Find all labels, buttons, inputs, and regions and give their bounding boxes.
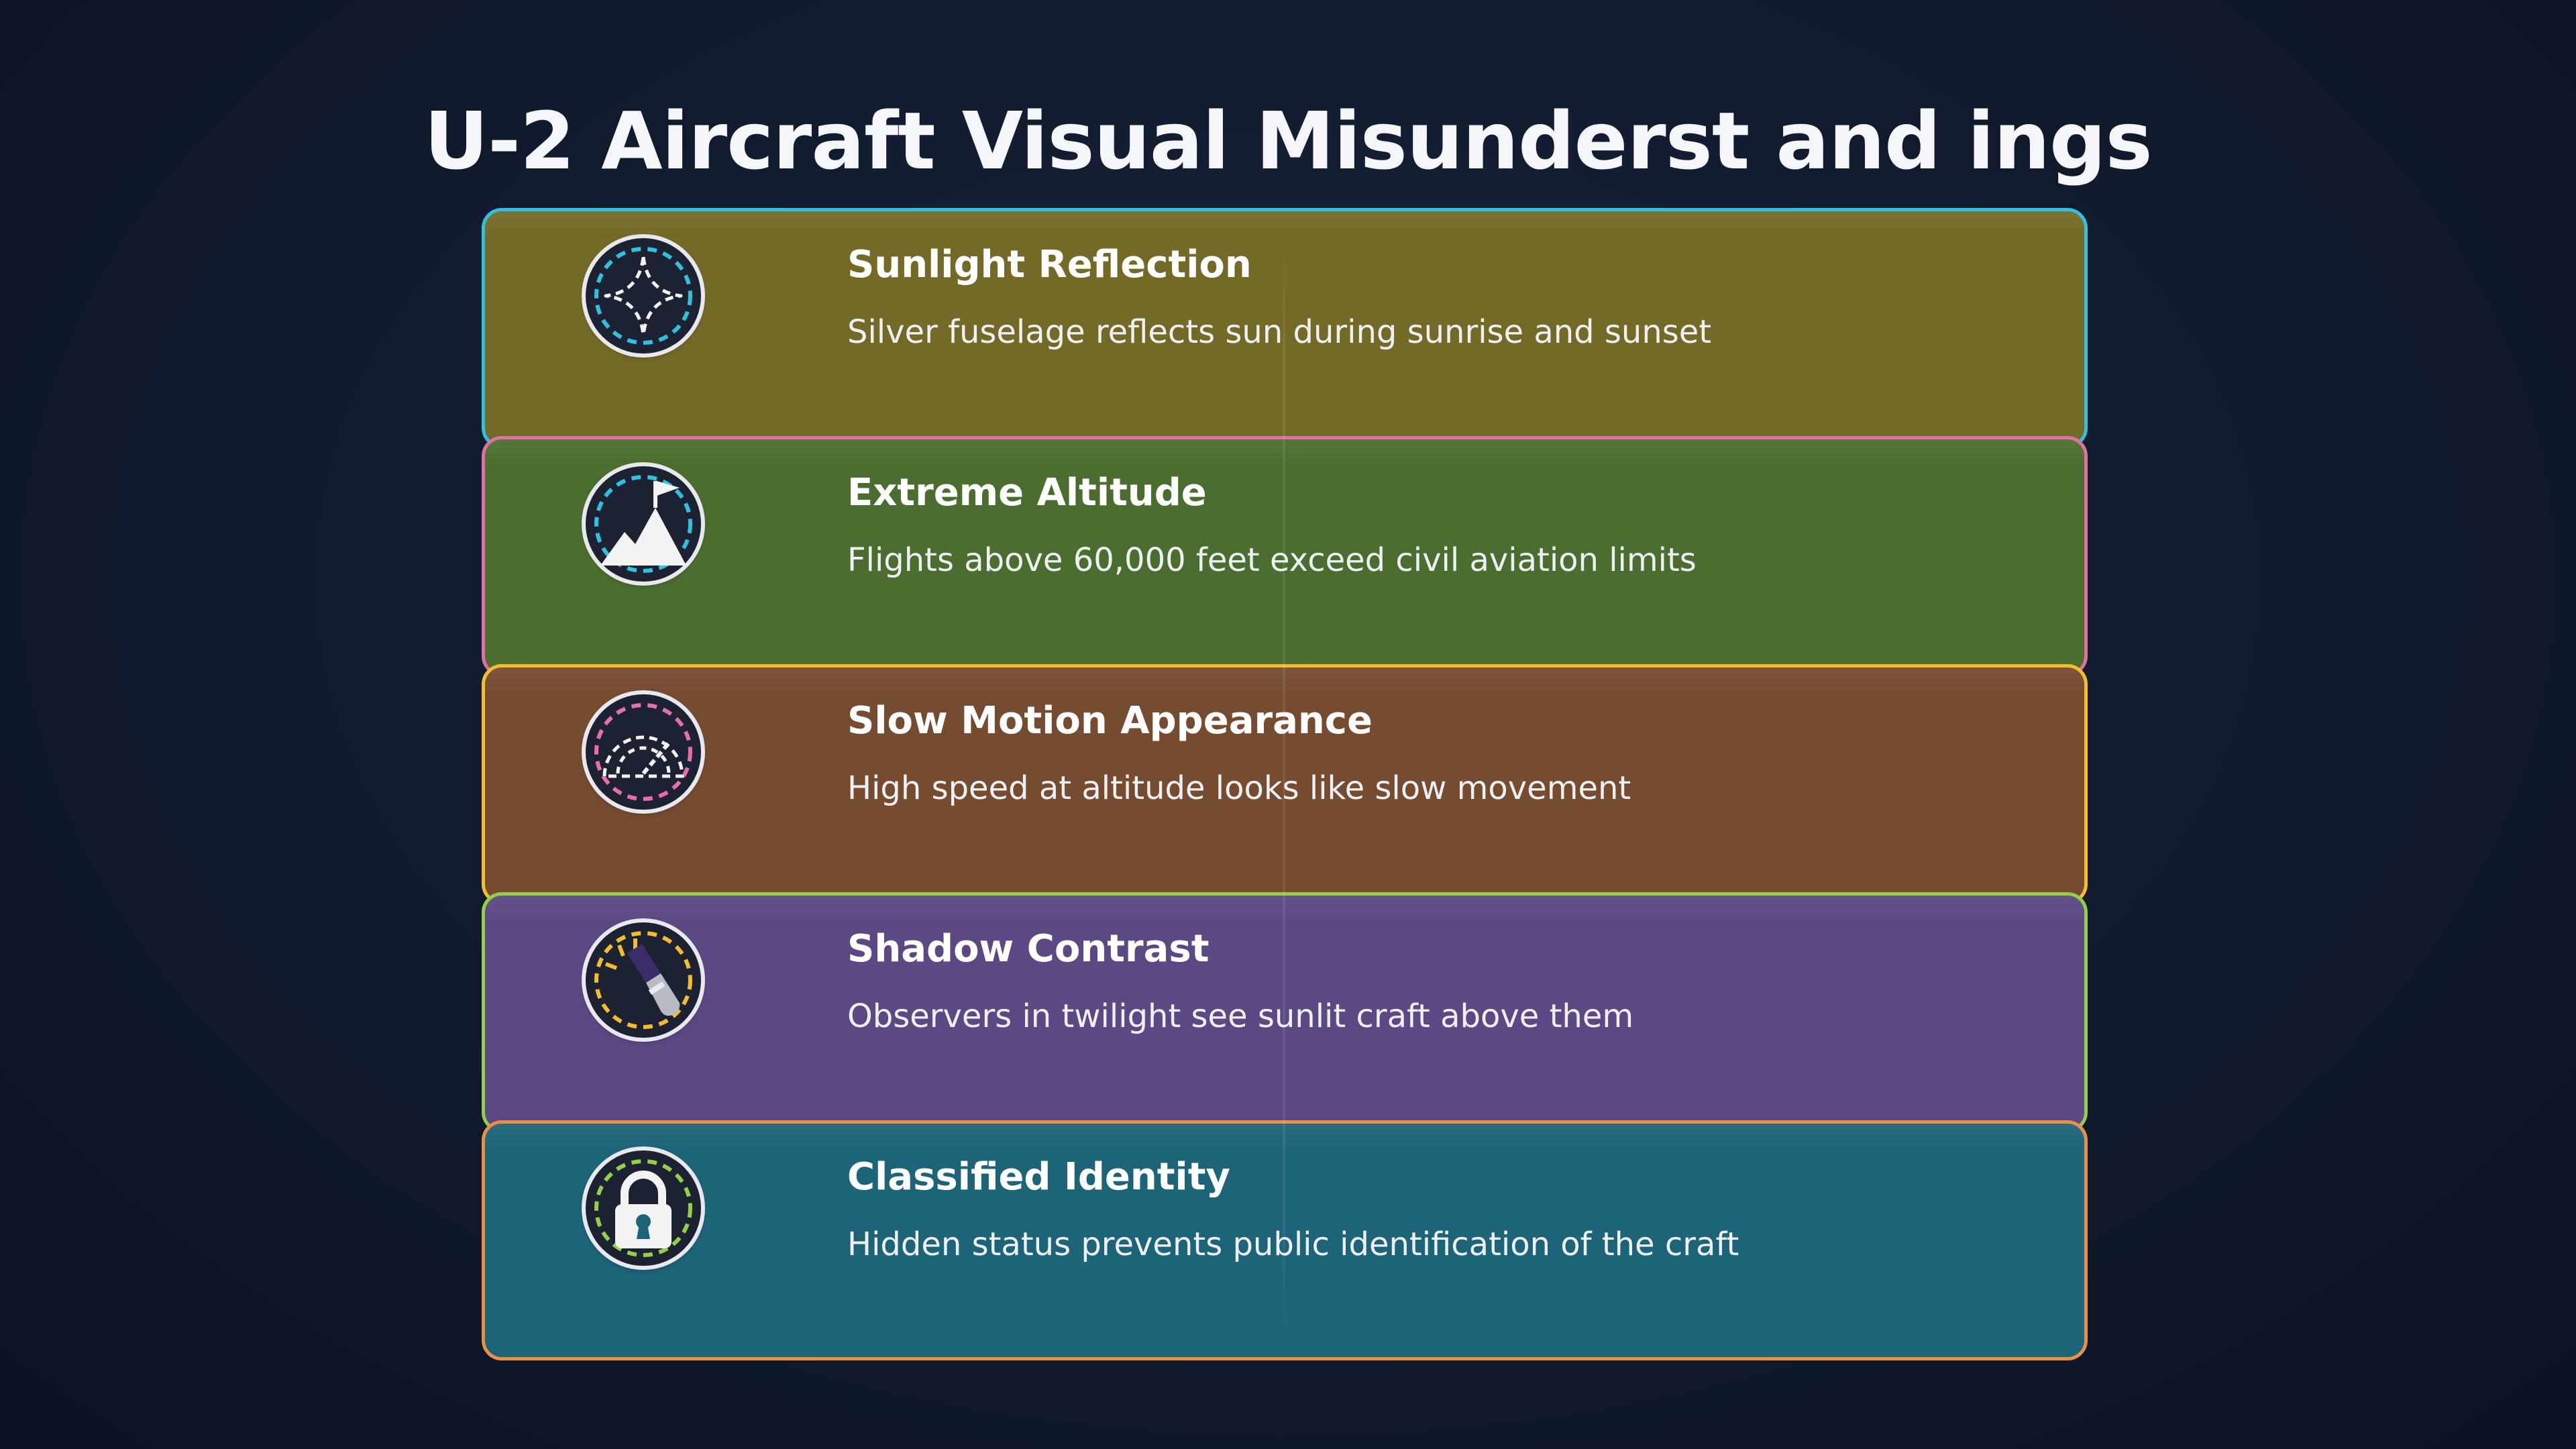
card-slow-motion-appearance: Slow Motion Appearance High speed at alt… [482, 664, 2088, 904]
card-title: Classified Identity [847, 1155, 1231, 1199]
card-description: Hidden status prevents public identifica… [847, 1226, 1739, 1263]
card-description: High speed at altitude looks like slow m… [847, 769, 1631, 807]
card-extreme-altitude: Extreme Altitude Flights above 60,000 fe… [482, 436, 2088, 676]
misunderstandings-list: Sunlight Reflection Silver fuselage refl… [482, 208, 2094, 1368]
card-classified-identity: Classified Identity Hidden status preven… [482, 1120, 2088, 1360]
card-description: Silver fuselage reflects sun during sunr… [847, 313, 1712, 351]
card-title: Shadow Contrast [847, 927, 1210, 971]
card-title: Sunlight Reflection [847, 243, 1252, 286]
lock-icon [586, 1150, 701, 1266]
card-description: Observers in twilight see sunlit craft a… [847, 998, 1634, 1035]
card-title: Slow Motion Appearance [847, 699, 1373, 743]
card-shadow-contrast: Shadow Contrast Observers in twilight se… [482, 892, 2088, 1132]
card-sunlight-reflection: Sunlight Reflection Silver fuselage refl… [482, 208, 2088, 448]
sparkle-icon [586, 238, 701, 354]
page-title: U-2 Aircraft Visual Misunderst and ings [424, 95, 2153, 187]
mountain-flag-icon [586, 466, 701, 582]
flashlight-icon [586, 922, 701, 1038]
speedometer-icon [586, 694, 701, 810]
card-description: Flights above 60,000 feet exceed civil a… [847, 541, 1697, 579]
card-title: Extreme Altitude [847, 471, 1207, 515]
